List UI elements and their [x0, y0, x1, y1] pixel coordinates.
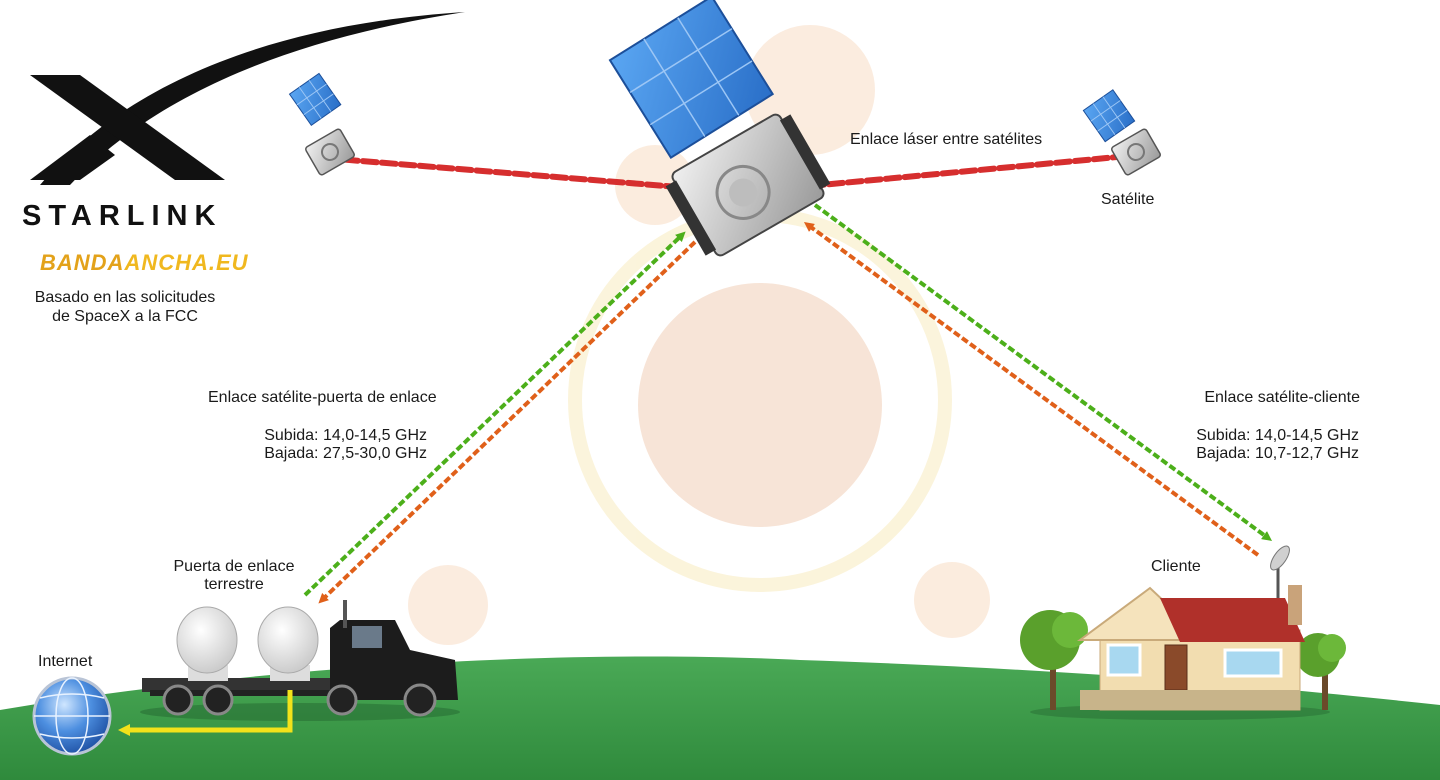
- gateway-truck-icon: [140, 600, 460, 721]
- client-downlink-band: Bajada: 10,7-12,7 GHz: [1196, 445, 1359, 462]
- client-uplink-arrow: [803, 222, 1260, 557]
- satellite-right-icon: [1082, 89, 1161, 176]
- laser-link-label: Enlace láser entre satélites: [850, 131, 1043, 148]
- source-note: Basado en las solicitudes de SpaceX a la…: [0, 288, 250, 326]
- source-note-line2: de SpaceX a la FCC: [52, 308, 198, 325]
- source-note-line1: Basado en las solicitudes: [34, 289, 216, 306]
- laser-link-left: [322, 155, 693, 191]
- gateway-link-title: Enlace satélite-puerta de enlace: [208, 389, 437, 406]
- gateway-downlink-band: Bajada: 27,5-30,0 GHz: [264, 445, 427, 462]
- satellite-left-icon: [288, 72, 355, 176]
- starlink-wordmark: STARLINK: [22, 200, 223, 232]
- client-house-icon: [1020, 545, 1346, 720]
- gateway-downlink-arrow: [318, 240, 697, 604]
- starlink-logo-icon: [30, 12, 465, 185]
- brand-part2: ANCHA.EU: [124, 250, 249, 275]
- client-uplink-band: Subida: 14,0-14,5 GHz: [1196, 427, 1359, 444]
- internet-globe-icon: [32, 676, 112, 756]
- client-label: Cliente: [1151, 558, 1201, 575]
- laser-link-right: [807, 153, 1131, 189]
- brand-logo: BANDAANCHA.EU: [40, 250, 249, 276]
- satellite-label: Satélite: [1101, 191, 1155, 208]
- client-link-title: Enlace satélite-cliente: [1204, 389, 1360, 406]
- internet-label: Internet: [38, 653, 93, 670]
- gateway-uplink-arrow: [303, 231, 686, 597]
- brand-part1: BANDA: [40, 250, 125, 275]
- client-downlink-arrow: [813, 203, 1273, 541]
- internet-link-arrow: [118, 690, 293, 736]
- ground-gateway-label-line1: Puerta de enlace: [173, 558, 295, 575]
- gateway-uplink-band: Subida: 14,0-14,5 GHz: [264, 427, 427, 444]
- satellite-main-icon: [608, 0, 831, 257]
- ground-gateway-label-line2: terrestre: [204, 576, 264, 593]
